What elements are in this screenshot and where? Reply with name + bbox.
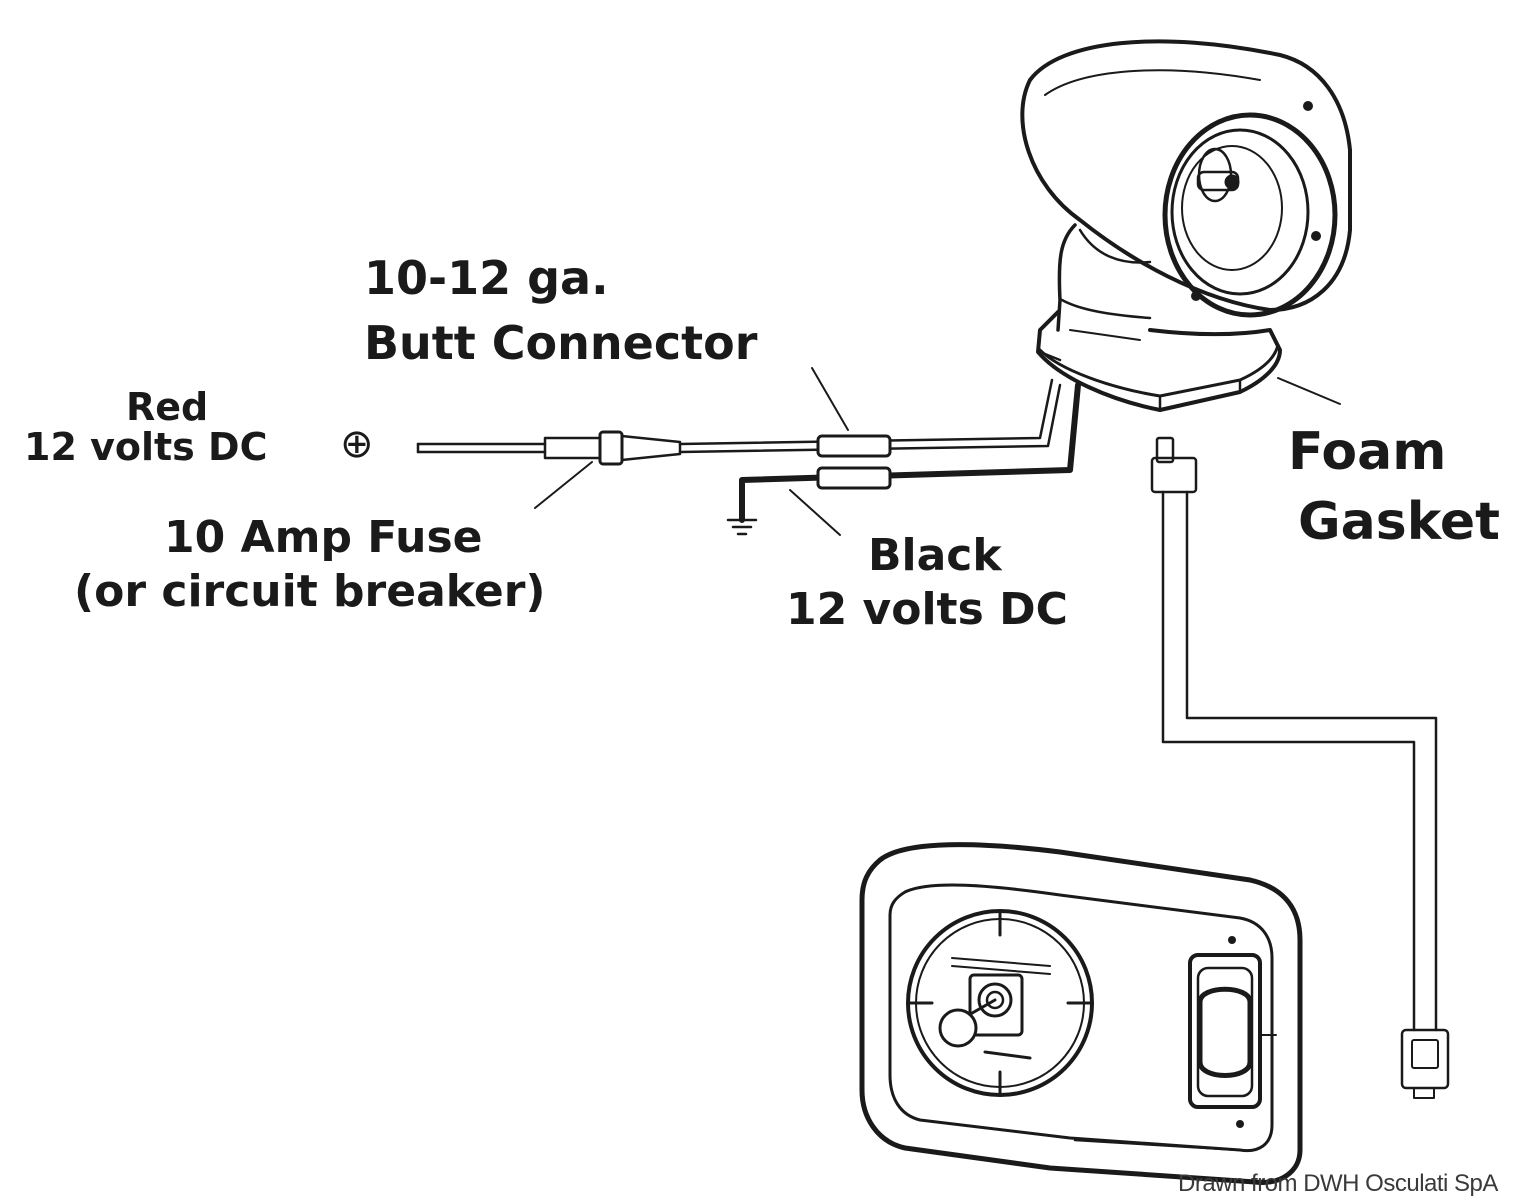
spotlight-illustration [1020,39,1352,412]
positive-terminal-symbol: ⊕ [340,421,374,467]
fuse-label-line1: 10 Amp Fuse [164,512,483,563]
black-wire-label-line1: Black [868,530,1002,581]
red-wire-label-line2: 12 volts DC [24,425,268,469]
foam-gasket-label-line2: Gasket [1298,492,1501,552]
foam-gasket-label-line1: Foam [1288,422,1447,482]
red-wire-label-line1: Red [126,385,209,429]
drawing-credit: Drawn from DWH Osculati SpA [1178,1170,1498,1197]
remote-control-panel [859,842,1303,1185]
fuse-label-line2: (or circuit breaker) [74,566,546,617]
leader-lines [534,367,1341,536]
butt-connector-label-line2: Butt Connector [364,316,758,370]
black-wire-label-line2: 12 volts DC [786,584,1068,635]
control-cable [1150,436,1450,1099]
power-wiring [416,378,1081,536]
butt-connector-label-line1: 10-12 ga. [364,251,609,305]
